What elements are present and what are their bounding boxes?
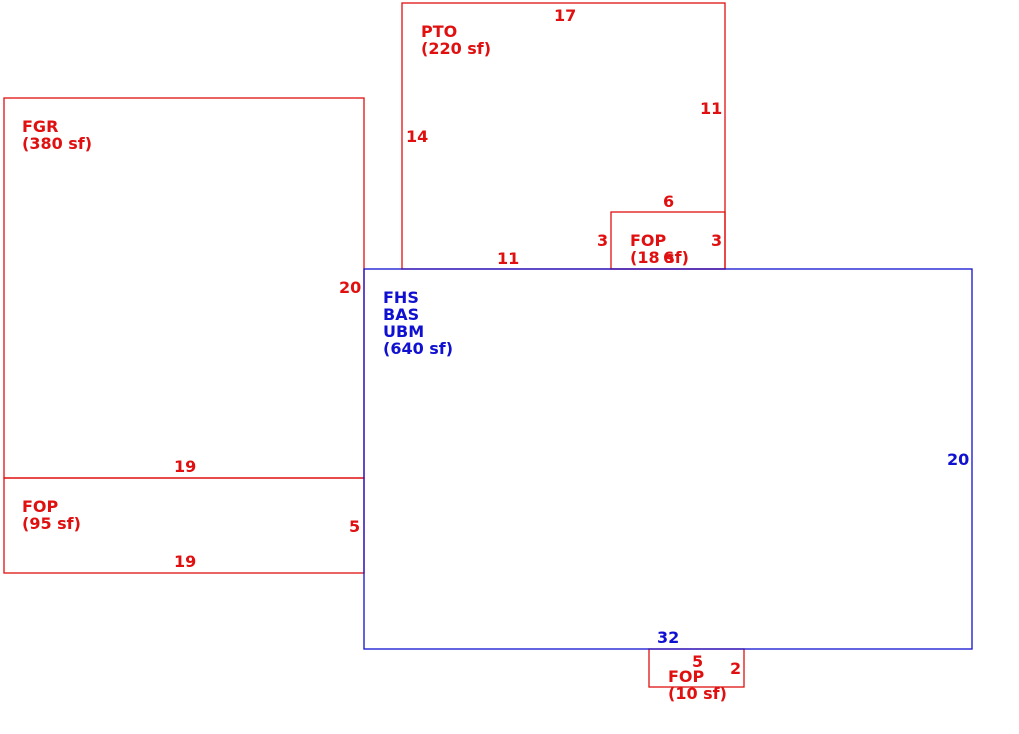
fop-small-top-dim-bottom: 6	[663, 248, 674, 267]
fop-left-dim-right: 5	[349, 517, 360, 536]
pto-dim-top: 17	[554, 6, 576, 25]
main-code-3: UBM	[383, 322, 424, 341]
fgr-outline[interactable]	[3, 97, 365, 479]
main-dim-bottom: 32	[657, 628, 679, 647]
fop-bottom-dim-top: 5	[692, 652, 703, 671]
fgr-size: (380 sf)	[22, 134, 92, 153]
fop-small-top-code: FOP	[630, 231, 667, 250]
fop-left-code: FOP	[22, 497, 59, 516]
fop-bottom-dim-right: 2	[730, 659, 741, 678]
fop-bottom-code: FOP	[668, 667, 705, 686]
fop-bottom-size: (10 sf)	[668, 684, 727, 703]
main-size: (640 sf)	[383, 339, 453, 358]
pto-dim-left: 14	[406, 127, 428, 146]
main-outline[interactable]	[363, 268, 973, 650]
pto-code: PTO	[421, 22, 457, 41]
pto-size: (220 sf)	[421, 39, 491, 58]
fgr-dim-bottom: 19	[174, 457, 196, 476]
main-dim-right: 20	[947, 450, 969, 469]
fgr-code: FGR	[22, 117, 58, 136]
fop-small-top-dim-top: 6	[663, 192, 674, 211]
main-code-1: FHS	[383, 288, 419, 307]
fop-small-top-size: (18 sf)	[630, 248, 689, 267]
fgr-dim-right: 20	[339, 278, 361, 297]
fop-small-top-dim-left: 3	[597, 231, 608, 250]
fop-left-size: (95 sf)	[22, 514, 81, 533]
pto-dim-bottom: 11	[497, 249, 519, 268]
main-code-2: BAS	[383, 305, 419, 324]
fop-left-dim-bottom: 19	[174, 552, 196, 571]
fop-small-top-dim-right: 3	[711, 231, 722, 250]
pto-dim-right: 11	[700, 99, 722, 118]
